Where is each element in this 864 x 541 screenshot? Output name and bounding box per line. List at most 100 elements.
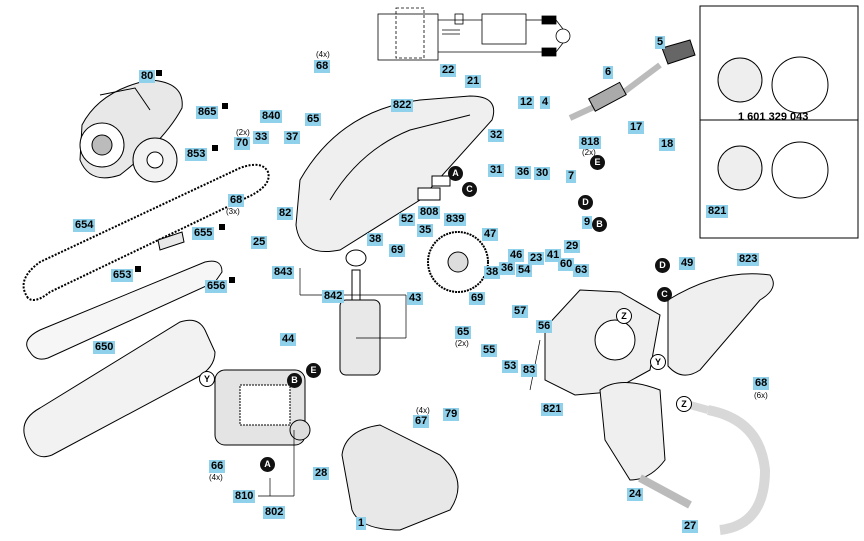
part-label-36: 36 <box>499 262 516 275</box>
inset-part-number: 1 601 329 043 <box>738 111 809 123</box>
part-label-839: 839 <box>444 213 467 226</box>
ref-circle-E: E <box>306 363 321 378</box>
part-label-43: 43 <box>407 292 424 305</box>
part-label-56: 56 <box>536 320 553 333</box>
part-label-68: 68 <box>753 377 770 390</box>
side-cover-drawing <box>667 273 774 376</box>
wiring-schematic <box>377 7 571 61</box>
part-label-843: 843 <box>272 266 295 279</box>
ref-circle-Y: Y <box>199 371 215 387</box>
part-label-21: 21 <box>465 75 482 88</box>
part-label-60: 60 <box>558 258 575 271</box>
part-label-22: 22 <box>440 64 457 77</box>
marker-square <box>212 145 218 151</box>
part-label-27: 27 <box>682 520 699 533</box>
ref-circle-D: D <box>655 258 670 273</box>
ref-circle-Z: Z <box>676 396 692 412</box>
part-label-68: 68 <box>314 60 331 73</box>
part-label-9: 9 <box>582 216 593 229</box>
part-label-23: 23 <box>528 252 545 265</box>
part-label-656: 656 <box>205 280 228 293</box>
part-label-79: 79 <box>443 408 460 421</box>
marker-square <box>222 103 228 109</box>
part-label-821: 821 <box>706 205 729 218</box>
part-label-44: 44 <box>280 333 297 346</box>
part-label-80: 80 <box>139 70 156 83</box>
part-label-55: 55 <box>481 344 498 357</box>
qty-note: (2x) <box>582 148 596 157</box>
part-label-25: 25 <box>251 236 268 249</box>
part-label-808: 808 <box>418 206 441 219</box>
part-label-69: 69 <box>389 244 406 257</box>
part-label-65: 65 <box>305 113 322 126</box>
part-label-818: 818 <box>579 136 602 149</box>
part-label-653: 653 <box>111 269 134 282</box>
part-label-68: 68 <box>228 194 245 207</box>
part-label-12: 12 <box>518 96 535 109</box>
part-label-82: 82 <box>277 207 294 220</box>
saw-chain-drawing <box>22 163 270 301</box>
part-label-30: 30 <box>534 167 551 180</box>
part-label-810: 810 <box>233 490 256 503</box>
marker-square <box>229 277 235 283</box>
marker-square <box>156 70 162 76</box>
part-label-36: 36 <box>515 166 532 179</box>
part-label-37: 37 <box>284 131 301 144</box>
oil-tank-drawing <box>339 299 381 376</box>
qty-note: (3x) <box>226 207 240 216</box>
part-label-46: 46 <box>508 249 525 262</box>
part-label-32: 32 <box>488 129 505 142</box>
part-label-29: 29 <box>564 240 581 253</box>
part-label-18: 18 <box>659 138 676 151</box>
part-label-38: 38 <box>484 266 501 279</box>
qty-note: (2x) <box>236 128 250 137</box>
part-label-33: 33 <box>253 131 270 144</box>
part-label-840: 840 <box>260 110 283 123</box>
part-label-28: 28 <box>313 467 330 480</box>
part-label-49: 49 <box>679 257 696 270</box>
part-label-6: 6 <box>603 66 614 79</box>
part-label-65: 65 <box>455 326 472 339</box>
guide-bar-drawing <box>26 260 223 360</box>
part-label-5: 5 <box>655 36 666 49</box>
part-label-69: 69 <box>469 292 486 305</box>
ref-circle-B: B <box>592 217 607 232</box>
marker-square <box>219 224 225 230</box>
part-label-38: 38 <box>367 233 384 246</box>
part-label-53: 53 <box>502 360 519 373</box>
part-label-865: 865 <box>196 106 219 119</box>
part-label-853: 853 <box>185 148 208 161</box>
handle-housing-drawing <box>341 424 459 531</box>
bar-cover-drawing <box>23 319 216 458</box>
part-label-655: 655 <box>192 227 215 240</box>
part-label-52: 52 <box>399 213 416 226</box>
part-label-4: 4 <box>540 96 551 109</box>
part-label-823: 823 <box>737 253 760 266</box>
ref-circle-Z: Z <box>616 308 632 324</box>
ref-circle-B: B <box>287 373 302 388</box>
marker-square <box>135 266 141 272</box>
motor-drawing <box>214 369 311 446</box>
motor-housing-drawing <box>295 95 495 253</box>
qty-note: (2x) <box>455 339 469 348</box>
part-label-35: 35 <box>417 224 434 237</box>
part-label-842: 842 <box>322 290 345 303</box>
part-label-24: 24 <box>627 488 644 501</box>
part-label-654: 654 <box>73 219 96 232</box>
part-label-57: 57 <box>512 305 529 318</box>
qty-note: (4x) <box>316 50 330 59</box>
part-label-83: 83 <box>521 364 538 377</box>
part-label-821: 821 <box>541 403 564 416</box>
part-label-67: 67 <box>413 415 430 428</box>
ref-circle-E: E <box>590 155 605 170</box>
part-label-54: 54 <box>516 264 533 277</box>
part-label-822: 822 <box>391 99 414 112</box>
part-label-7: 7 <box>566 170 577 183</box>
part-label-63: 63 <box>573 264 590 277</box>
front-handle-drawing <box>599 382 666 481</box>
part-label-70: 70 <box>234 137 251 150</box>
part-label-47: 47 <box>482 228 499 241</box>
part-label-802: 802 <box>263 506 286 519</box>
inset-frame <box>699 5 859 239</box>
